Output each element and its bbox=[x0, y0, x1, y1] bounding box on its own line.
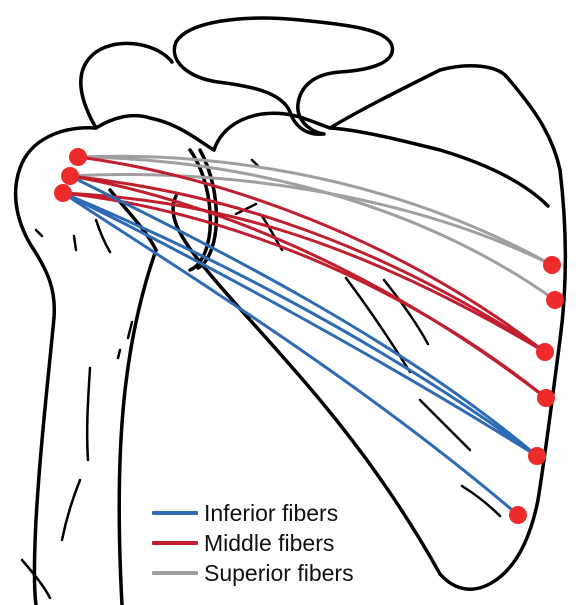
legend-swatch-middle bbox=[152, 541, 198, 545]
marking bbox=[128, 322, 132, 338]
marking bbox=[87, 368, 90, 460]
supraspinous-fossa-outline bbox=[330, 128, 548, 206]
acromion-base-outline bbox=[214, 66, 506, 150]
legend-swatch-inferior bbox=[152, 511, 198, 515]
middle-fiber bbox=[70, 176, 545, 352]
middle-fibers bbox=[63, 157, 546, 398]
marking bbox=[96, 220, 110, 252]
attachment-point bbox=[69, 148, 87, 166]
legend-label-superior: Superior fibers bbox=[204, 558, 354, 588]
middle-fiber bbox=[70, 176, 546, 398]
attachment-point bbox=[54, 184, 72, 202]
marking bbox=[62, 480, 80, 540]
marking bbox=[346, 278, 410, 372]
legend-label-inferior: Inferior fibers bbox=[204, 498, 338, 528]
superior-border-outline bbox=[506, 76, 560, 170]
attachment-point bbox=[546, 291, 564, 309]
attachment-point bbox=[509, 506, 527, 524]
attachment-point bbox=[61, 167, 79, 185]
humeral-shaft-right-outline bbox=[119, 250, 156, 605]
marking bbox=[74, 236, 76, 250]
legend: Inferior fibers Middle fibers Superior f… bbox=[152, 498, 452, 588]
legend-item-superior: Superior fibers bbox=[152, 558, 452, 588]
attachment-point bbox=[537, 389, 555, 407]
legend-item-inferior: Inferior fibers bbox=[152, 498, 452, 528]
humeral-shaft-left-outline bbox=[35, 318, 55, 605]
attachment-point bbox=[543, 256, 561, 274]
legend-label-middle: Middle fibers bbox=[204, 528, 334, 558]
medial-border-outline bbox=[440, 170, 565, 589]
legend-item-middle: Middle fibers bbox=[152, 528, 452, 558]
marking bbox=[118, 350, 120, 358]
marking bbox=[36, 230, 42, 236]
legend-swatch-superior bbox=[152, 571, 198, 575]
acromion-outline bbox=[174, 18, 392, 134]
marking bbox=[462, 486, 500, 516]
attachment-point bbox=[536, 343, 554, 361]
scapular-spine-outline bbox=[96, 116, 214, 150]
attachment-point bbox=[528, 447, 546, 465]
